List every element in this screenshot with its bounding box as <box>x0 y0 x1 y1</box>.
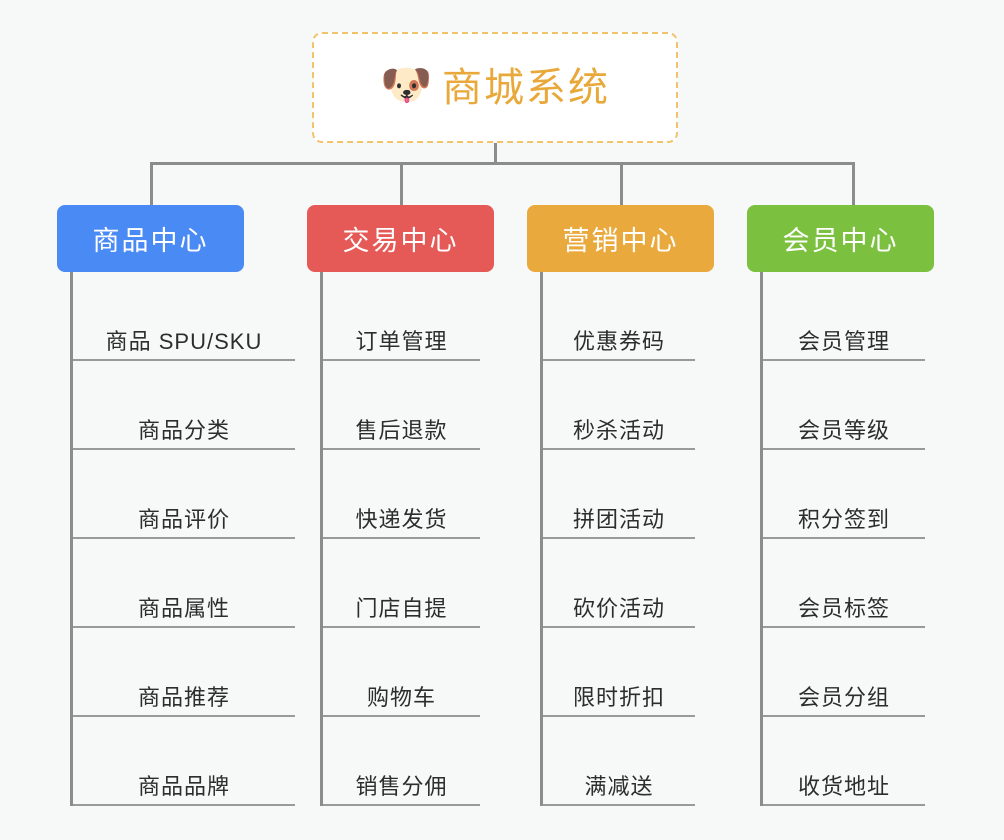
list-item-label: 会员管理 <box>797 328 890 354</box>
list-item[interactable]: 优惠券码 <box>543 272 695 361</box>
list-item[interactable]: 会员等级 <box>763 361 925 450</box>
category-header-member[interactable]: 会员中心 <box>747 205 934 272</box>
list-item[interactable]: 限时折扣 <box>543 628 695 717</box>
list-item[interactable]: 订单管理 <box>323 272 480 361</box>
list-item[interactable]: 商品评价 <box>73 450 295 539</box>
root-title: 商城系统 <box>442 65 610 110</box>
list-item-label: 商品品牌 <box>137 773 230 799</box>
list-item-label: 商品推荐 <box>137 684 230 710</box>
root-node[interactable]: 🐶 商城系统 <box>312 32 678 143</box>
category-header-product[interactable]: 商品中心 <box>57 205 244 272</box>
list-item[interactable]: 购物车 <box>323 628 480 717</box>
list-item[interactable]: 商品属性 <box>73 539 295 628</box>
list-item-label: 购物车 <box>366 684 436 710</box>
list-item-label: 商品 SPU/SKU <box>105 328 263 354</box>
list-item[interactable]: 拼团活动 <box>543 450 695 539</box>
category-header-label: 会员中心 <box>782 226 899 256</box>
list-item[interactable]: 砍价活动 <box>543 539 695 628</box>
category-column-marketing: 营销中心 优惠券码 秒杀活动 拼团活动 砍价活动 限时折扣 满减送 <box>527 205 714 806</box>
horizontal-bus-connector <box>150 162 855 165</box>
list-item-label: 收货地址 <box>797 773 890 799</box>
list-item[interactable]: 秒杀活动 <box>543 361 695 450</box>
list-item-label: 优惠券码 <box>572 328 665 354</box>
list-item-label: 商品评价 <box>137 506 230 532</box>
category-header-label: 营销中心 <box>562 226 679 256</box>
list-item[interactable]: 会员分组 <box>763 628 925 717</box>
category-column-trade: 交易中心 订单管理 售后退款 快递发货 门店自提 购物车 销售分佣 <box>307 205 494 806</box>
list-item[interactable]: 商品 SPU/SKU <box>73 272 295 361</box>
list-item-label: 满减送 <box>584 773 654 799</box>
list-item-label: 商品属性 <box>137 595 230 621</box>
list-item-label: 快递发货 <box>355 506 448 532</box>
list-item-label: 会员等级 <box>797 417 890 443</box>
drop-connector-1 <box>150 162 153 207</box>
list-item-label: 销售分佣 <box>355 773 448 799</box>
drop-connector-4 <box>852 162 855 207</box>
list-item[interactable]: 会员标签 <box>763 539 925 628</box>
child-list-member: 会员管理 会员等级 积分签到 会员标签 会员分组 收货地址 <box>760 272 925 806</box>
child-list-trade: 订单管理 售后退款 快递发货 门店自提 购物车 销售分佣 <box>320 272 480 806</box>
list-item-label: 订单管理 <box>355 328 448 354</box>
list-item-label: 会员分组 <box>797 684 890 710</box>
list-item-label: 商品分类 <box>137 417 230 443</box>
list-item-label: 会员标签 <box>797 595 890 621</box>
category-column-member: 会员中心 会员管理 会员等级 积分签到 会员标签 会员分组 收货地址 <box>747 205 934 806</box>
list-item-label: 秒杀活动 <box>572 417 665 443</box>
list-item[interactable]: 会员管理 <box>763 272 925 361</box>
root-stem-connector <box>494 143 497 165</box>
category-header-label: 交易中心 <box>342 226 459 256</box>
list-item-label: 售后退款 <box>355 417 448 443</box>
list-item[interactable]: 售后退款 <box>323 361 480 450</box>
list-item-label: 限时折扣 <box>572 684 665 710</box>
child-list-marketing: 优惠券码 秒杀活动 拼团活动 砍价活动 限时折扣 满减送 <box>540 272 695 806</box>
list-item[interactable]: 门店自提 <box>323 539 480 628</box>
list-item[interactable]: 销售分佣 <box>323 717 480 806</box>
drop-connector-3 <box>620 162 623 207</box>
child-list-product: 商品 SPU/SKU 商品分类 商品评价 商品属性 商品推荐 商品品牌 <box>70 272 295 806</box>
category-column-product: 商品中心 商品 SPU/SKU 商品分类 商品评价 商品属性 商品推荐 商品品牌 <box>57 205 295 806</box>
list-item[interactable]: 积分签到 <box>763 450 925 539</box>
category-header-label: 商品中心 <box>92 226 209 256</box>
category-header-marketing[interactable]: 营销中心 <box>527 205 714 272</box>
list-item[interactable]: 满减送 <box>543 717 695 806</box>
list-item-label: 门店自提 <box>355 595 448 621</box>
drop-connector-2 <box>400 162 403 207</box>
list-item[interactable]: 商品品牌 <box>73 717 295 806</box>
list-item[interactable]: 收货地址 <box>763 717 925 806</box>
shiba-dog-icon: 🐶 <box>380 60 433 108</box>
list-item[interactable]: 商品推荐 <box>73 628 295 717</box>
list-item-label: 积分签到 <box>797 506 890 532</box>
list-item-label: 拼团活动 <box>572 506 665 532</box>
list-item-label: 砍价活动 <box>572 595 665 621</box>
list-item[interactable]: 商品分类 <box>73 361 295 450</box>
list-item[interactable]: 快递发货 <box>323 450 480 539</box>
category-header-trade[interactable]: 交易中心 <box>307 205 494 272</box>
